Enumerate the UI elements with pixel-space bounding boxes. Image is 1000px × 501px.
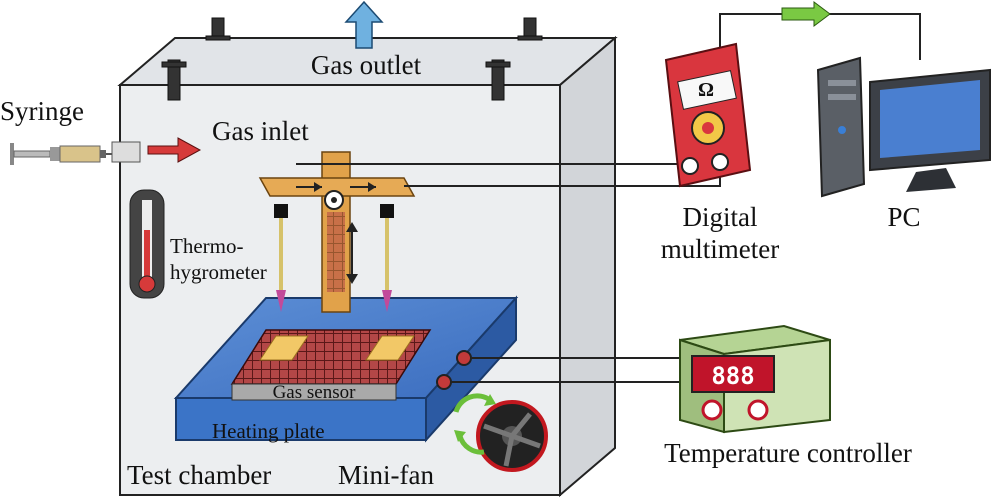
ohm-symbol: Ω xyxy=(698,79,714,101)
digital-multimeter-label-line2: multimeter xyxy=(661,234,779,264)
temperature-controller-label: Temperature controller xyxy=(664,438,912,468)
lid-bolts xyxy=(161,17,543,101)
mini-fan-label: Mini-fan xyxy=(338,460,434,490)
thermo-label-line2: hygrometer xyxy=(170,260,267,284)
test-chamber-label: Test chamber xyxy=(127,460,271,490)
temperature-controller xyxy=(679,324,831,434)
electrode-pad-right xyxy=(365,335,415,361)
bolt-icon xyxy=(485,59,511,101)
gas-inlet-label: Gas inlet xyxy=(212,116,309,146)
pc-arrow xyxy=(781,1,831,27)
electrode-pad-left xyxy=(259,335,309,361)
probe-stand xyxy=(258,151,416,313)
gas-sensor-label: Gas sensor xyxy=(273,382,357,403)
probe-tip-right xyxy=(382,290,392,312)
controller-display-digits: 888 xyxy=(711,362,754,390)
controller-knob-right xyxy=(747,399,769,421)
gas-inlet-arrow xyxy=(147,137,202,163)
chamber-side xyxy=(559,35,616,498)
plate-connectors xyxy=(436,350,472,390)
bolt-icon xyxy=(161,59,187,101)
digital-multimeter-label-line1: Digital xyxy=(683,202,758,232)
syringe-icon xyxy=(10,141,141,165)
probe-tip-left xyxy=(276,290,286,312)
pc-label: PC xyxy=(887,202,920,232)
bolt-icon xyxy=(517,17,543,41)
gas-sensor xyxy=(230,329,432,401)
bolt-icon xyxy=(205,17,231,41)
heating-plate-label: Heating plate xyxy=(212,419,325,443)
desktop-computer-icon xyxy=(816,56,991,198)
thermometer-icon xyxy=(129,189,165,299)
gas-outlet-arrow xyxy=(344,0,384,49)
thermo-label-line1: Thermo- xyxy=(170,234,243,258)
multimeter-icon xyxy=(664,42,752,188)
controller-display xyxy=(691,355,775,393)
gas-outlet-label: Gas outlet xyxy=(311,50,422,80)
syringe-label: Syringe xyxy=(0,96,84,126)
controller-knob-left xyxy=(701,399,723,421)
fan-icon xyxy=(453,393,548,472)
